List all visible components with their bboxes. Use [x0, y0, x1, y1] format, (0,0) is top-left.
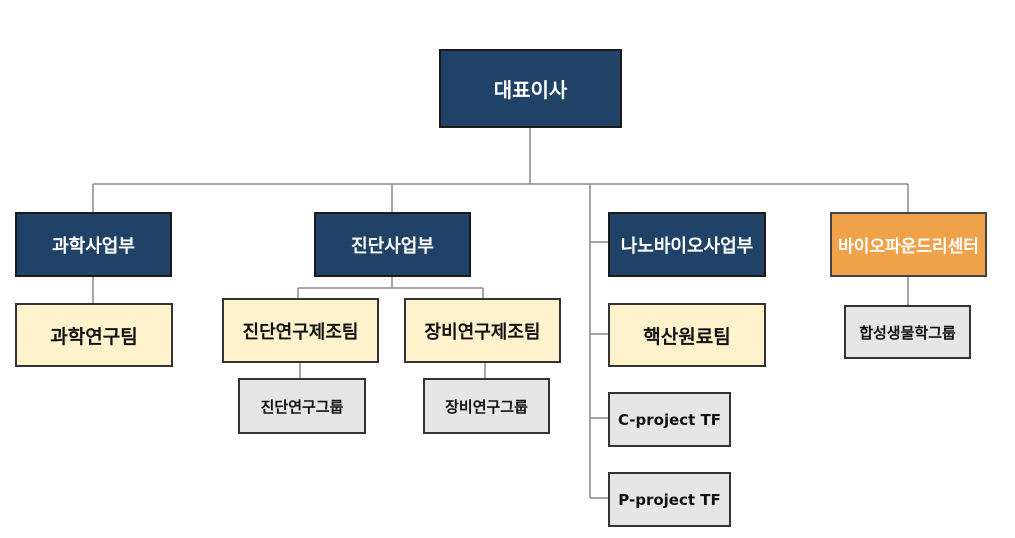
science-division-box: 과학사업부 — [15, 212, 172, 277]
synthetic-biology-group-box: 합성생물학그룹 — [844, 305, 971, 359]
science-research-team-box: 과학연구팀 — [15, 303, 173, 367]
p-project-tf-box: P-project TF — [608, 472, 731, 527]
equipment-research-group-box: 장비연구그룹 — [423, 378, 550, 434]
c-project-tf-box: C-project TF — [608, 392, 731, 447]
nanobio-division-box: 나노바이오사업부 — [608, 212, 766, 277]
biofoundry-center-box: 바이오파운드리센터 — [830, 212, 987, 277]
diagnostic-research-group-box: 진단연구그룹 — [238, 378, 366, 434]
equipment-rnd-manufacturing-team-box: 장비연구제조팀 — [404, 298, 561, 363]
diagnostic-division-box: 진단사업부 — [314, 212, 471, 277]
ceo-box: 대표이사 — [439, 49, 622, 128]
nucleic-acid-materials-team-box: 핵산원료팀 — [608, 303, 766, 367]
diagnostic-rnd-manufacturing-team-box: 진단연구제조팀 — [222, 298, 379, 363]
